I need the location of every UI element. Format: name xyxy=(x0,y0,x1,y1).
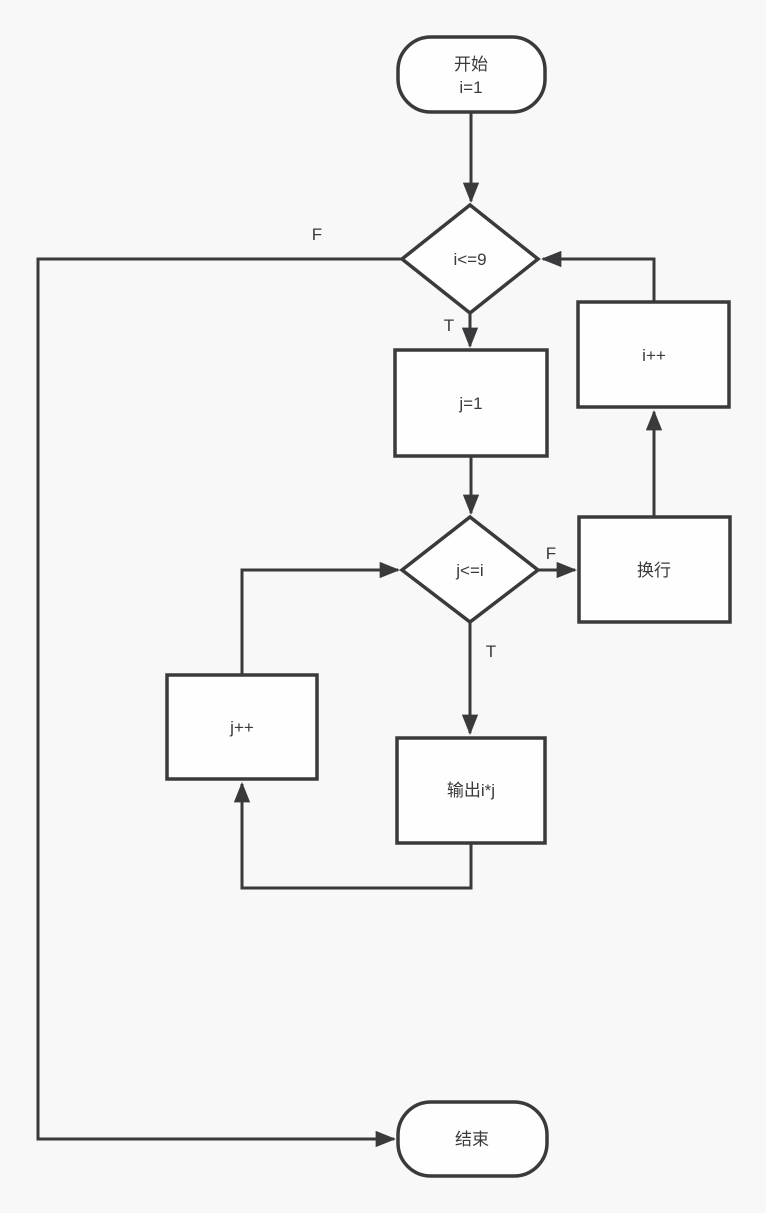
node-newline[interactable]: 换行 xyxy=(577,515,732,624)
node-cond-inner-label: j<=i xyxy=(455,561,483,580)
process-shape xyxy=(393,348,549,458)
node-inc-i[interactable]: i++ xyxy=(576,300,731,409)
node-inc-j-label: j++ xyxy=(229,718,254,737)
node-output-label: 输出i*j xyxy=(447,781,495,800)
node-cond-outer[interactable]: i<=9 xyxy=(399,202,541,316)
process-shape xyxy=(395,736,547,845)
node-start[interactable]: 开始 i=1 xyxy=(396,35,547,114)
node-cond-outer-label: i<=9 xyxy=(453,250,486,269)
terminator-shape xyxy=(396,35,547,114)
process-shape xyxy=(577,515,732,624)
node-init-j-label: j=1 xyxy=(458,394,482,413)
node-output[interactable]: 输出i*j xyxy=(395,736,547,845)
decision-shape xyxy=(399,514,541,625)
node-end[interactable]: 结束 xyxy=(396,1100,549,1178)
edge-label-inner-false: F xyxy=(546,544,556,563)
edge-inc-i-to-cond-outer xyxy=(540,250,656,302)
edge-label-outer-false: F xyxy=(312,225,322,244)
edges xyxy=(36,112,663,1148)
process-shape xyxy=(165,673,319,781)
node-init-j[interactable]: j=1 xyxy=(393,348,549,458)
edge-output-to-inc-j xyxy=(233,781,473,890)
edge-labels: F T F T xyxy=(312,225,556,661)
edge-label-outer-true: T xyxy=(444,316,454,335)
node-end-label: 结束 xyxy=(455,1130,489,1149)
node-start-label-line1: 开始 xyxy=(454,55,488,74)
node-start-label-line2: i=1 xyxy=(459,78,482,97)
edge-cond-outer-false-to-end xyxy=(36,257,402,1148)
node-inc-i-label: i++ xyxy=(642,346,666,365)
edge-inc-j-to-cond-inner xyxy=(240,561,401,675)
process-shape xyxy=(576,300,731,409)
node-inc-j[interactable]: j++ xyxy=(165,673,319,781)
node-newline-label: 换行 xyxy=(637,561,671,580)
edge-label-inner-true: T xyxy=(486,642,496,661)
terminator-shape xyxy=(396,1100,549,1178)
decision-shape xyxy=(399,202,541,316)
node-cond-inner[interactable]: j<=i xyxy=(399,514,541,625)
